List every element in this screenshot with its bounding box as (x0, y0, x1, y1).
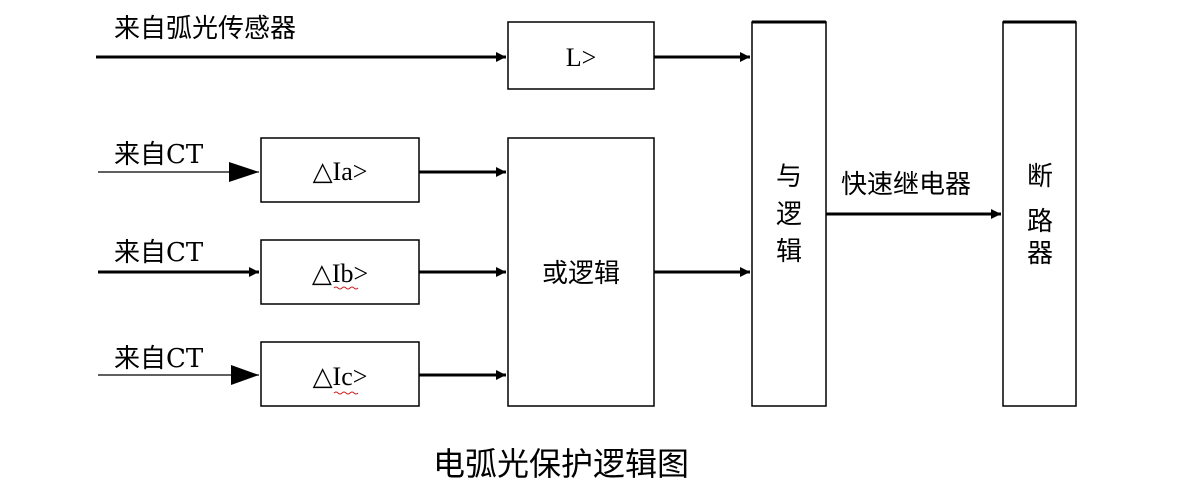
spell-underline-ic (333, 391, 359, 395)
ct-a-arrowhead (229, 162, 259, 182)
fast-relay-label: 快速继电器 (841, 170, 972, 200)
delta-ia-block (260, 137, 420, 203)
delta-ib-label: △Ib> (312, 259, 368, 288)
delta-ic-label: △Ic> (313, 362, 368, 391)
ct-c-arrowhead (231, 365, 259, 385)
and-logic-char-1: 与 (776, 162, 802, 192)
light-block-label: L> (566, 43, 597, 72)
spell-underline-ib (333, 286, 359, 290)
ct-c-input-label: 来自CT (114, 344, 204, 374)
arc-sensor-input-label: 来自弧光传感器 (114, 14, 297, 44)
delta-ia-label: △Ia> (313, 157, 368, 186)
diagram-caption: 电弧光保护逻辑图 (433, 445, 690, 483)
breaker-char-1: 断 (1027, 162, 1053, 192)
ct-a-input-label: 来自CT (114, 140, 204, 170)
breaker-char-2: 路 (1027, 207, 1053, 237)
or-logic-label: 或逻辑 (542, 259, 620, 289)
ct-b-input-label: 来自CT (114, 238, 204, 268)
breaker-char-3: 器 (1027, 239, 1053, 269)
and-logic-char-2: 逻 (776, 200, 802, 230)
and-logic-char-3: 辑 (776, 237, 802, 267)
